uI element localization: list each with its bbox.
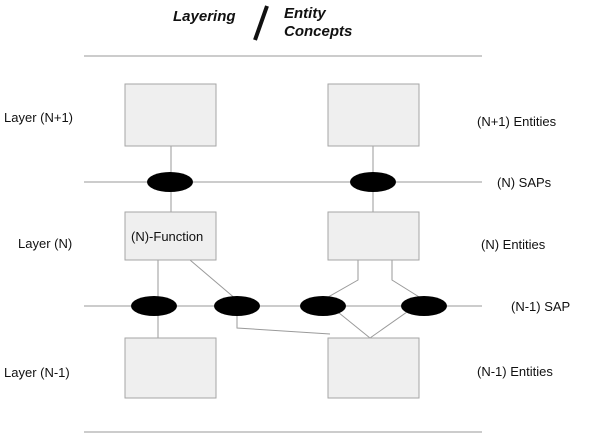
title-concepts: Concepts [284, 23, 353, 40]
title-entity: Entity [284, 5, 326, 22]
n-minus-1-entity-left [124, 337, 217, 399]
n-minus-1-sap-label: (N-1) SAP [511, 299, 571, 314]
function-connector [189, 259, 331, 335]
title-slash [253, 5, 269, 41]
n-minus-1-sap-1 [131, 296, 177, 316]
n-minus-1-sap-4 [401, 296, 447, 316]
title-layering: Layering [173, 8, 236, 25]
n-sap-left [147, 172, 193, 192]
n-function-label: (N)-Function [131, 229, 204, 244]
n-minus-1-sap-2 [214, 296, 260, 316]
n-plus-1-entity-left [124, 83, 217, 147]
n-sap-right [350, 172, 396, 192]
n-plus-1-entities-label: (N+1) Entities [477, 114, 557, 129]
n-entity-right [327, 211, 420, 261]
n-plus-1-entity-right [327, 83, 420, 147]
n-saps-label: (N) SAPs [497, 175, 552, 190]
layer-n-minus-1-label: Layer (N-1) [4, 365, 70, 380]
n-function-box [124, 211, 217, 261]
right-entity-connector-b [369, 260, 425, 339]
layer-n-label: Layer (N) [18, 236, 73, 251]
layer-n-plus-1-label: Layer (N+1) [4, 110, 73, 125]
title-entity-concepts: Entity Concepts [284, 5, 384, 41]
n-minus-1-entities-label: (N-1) Entities [477, 364, 553, 379]
n-minus-1-sap-3 [300, 296, 346, 316]
right-entity-connector-a [322, 260, 371, 339]
n-entities-label: (N) Entities [481, 237, 546, 252]
n-minus-1-entity-right [327, 337, 420, 399]
